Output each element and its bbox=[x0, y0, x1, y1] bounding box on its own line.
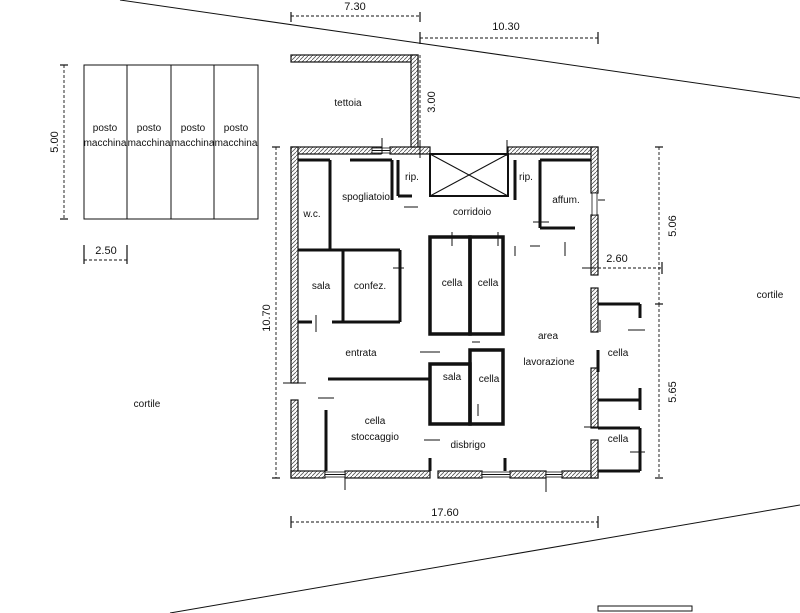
room-label-area-2: lavorazione bbox=[523, 357, 575, 368]
parking-area bbox=[83, 64, 259, 220]
room-label-corridoio: corridoio bbox=[453, 207, 492, 218]
room-label-cella-2: cella bbox=[478, 278, 499, 289]
room-label-rip-1: rip. bbox=[405, 172, 419, 183]
dimension-building-width: 17.60 bbox=[431, 507, 459, 519]
room-label-spogliatoio: spogliatoio bbox=[342, 192, 390, 203]
dimension-lines bbox=[60, 12, 663, 528]
property-boundary-top bbox=[119, 0, 800, 99]
room-label-cella-3: cella bbox=[479, 374, 500, 385]
service-shaft bbox=[429, 153, 509, 197]
dimension-parking-width: 2.50 bbox=[95, 245, 116, 257]
room-label-affum: affum. bbox=[552, 195, 580, 206]
dimension-building-height: 10.70 bbox=[261, 304, 273, 332]
cortile-left-label: cortile bbox=[134, 399, 161, 410]
door-marks bbox=[283, 138, 645, 492]
dimension-top-b: 10.30 bbox=[492, 21, 520, 33]
room-label-rip-2: rip. bbox=[519, 172, 533, 183]
dimension-tettoia-depth: 3.00 bbox=[426, 91, 438, 112]
room-label-cella-stoccaggio-1: cella bbox=[365, 416, 386, 427]
room-label-confez: confez. bbox=[354, 281, 386, 292]
room-label-cella-1: cella bbox=[442, 278, 463, 289]
dimension-top-a: 7.30 bbox=[344, 1, 365, 13]
room-label-wc: w.c. bbox=[302, 209, 320, 220]
windows bbox=[324, 147, 598, 478]
cortile-right-label: cortile bbox=[757, 290, 784, 301]
dimension-right-upper: 5.06 bbox=[667, 215, 679, 236]
room-label-cella-5: cella bbox=[608, 434, 629, 445]
interior-walls bbox=[298, 158, 642, 473]
dimension-parking-height: 5.00 bbox=[49, 131, 61, 152]
dimension-right-notch: 2.60 bbox=[606, 253, 627, 265]
room-label-sala-2: sala bbox=[443, 372, 462, 383]
room-label-cella-stoccaggio-2: stoccaggio bbox=[351, 432, 399, 443]
room-label-sala-1: sala bbox=[312, 281, 331, 292]
room-label-cella-4: cella bbox=[608, 348, 629, 359]
dimension-right-lower: 5.65 bbox=[667, 381, 679, 402]
room-label-disbrigo: disbrigo bbox=[450, 440, 485, 451]
scale-bar bbox=[597, 605, 693, 612]
outer-walls bbox=[290, 54, 599, 479]
property-boundary-bottom bbox=[169, 504, 800, 613]
room-label-entrata: entrata bbox=[345, 348, 377, 359]
room-label-area-1: area bbox=[538, 331, 558, 342]
room-label-tettoia: tettoia bbox=[334, 98, 362, 109]
